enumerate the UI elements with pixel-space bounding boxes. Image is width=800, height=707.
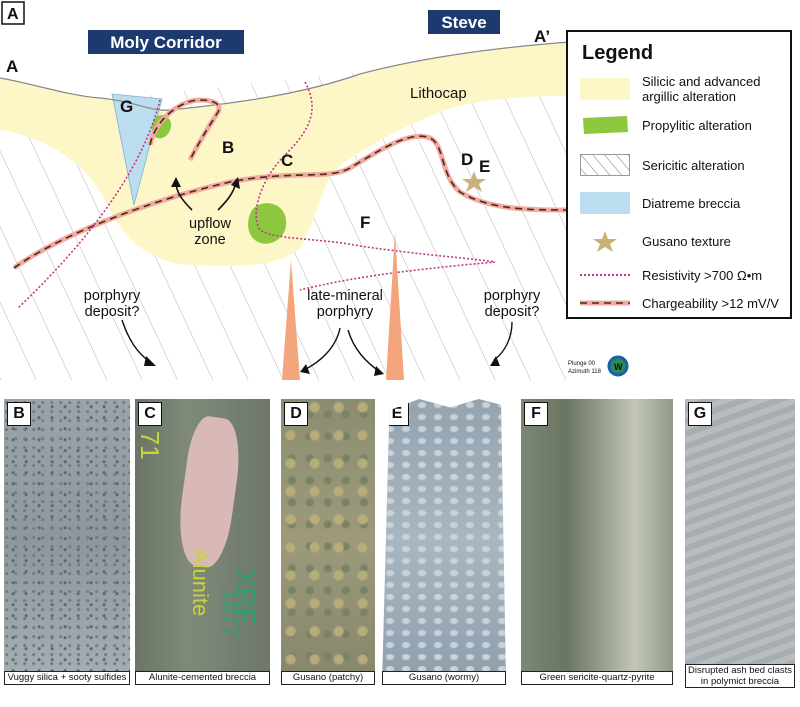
legend-label-chargeability: Chargeability >12 mV/V xyxy=(642,296,779,311)
moly-corridor-plate xyxy=(88,30,244,54)
legend: Legend Silicic and advanced argillic alt… xyxy=(566,30,792,319)
moly-corridor-label: Moly Corridor xyxy=(110,33,222,52)
lithocap-label: Lithocap xyxy=(410,85,467,102)
legend-item-sericitic: Sericitic alteration xyxy=(576,150,790,186)
point-label-b: B xyxy=(222,138,234,157)
porphyry-dike-left xyxy=(282,260,300,380)
legend-item-diatreme: Diatreme breccia xyxy=(576,190,790,226)
photo-letter-f: F xyxy=(524,402,548,426)
cross-section-svg: A A A’ Moly Corridor Steve Lithocap G B … xyxy=(0,1,629,392)
panel-label: A xyxy=(7,6,19,23)
core-photo-b: B xyxy=(4,399,130,684)
section-end-label: A’ xyxy=(534,27,550,46)
caption-d: Gusano (patchy) xyxy=(281,671,375,685)
core-photo-e: E xyxy=(382,399,506,684)
core-marking-mineral: Alunite xyxy=(188,549,213,617)
gusano-star-icon xyxy=(593,231,617,252)
diatreme-swatch xyxy=(580,192,630,214)
deposit-arrowhead-left xyxy=(144,356,156,366)
alunite-clast xyxy=(172,414,246,570)
section-start-label: A xyxy=(6,57,18,76)
photo-letter-g: G xyxy=(688,402,712,426)
legend-title: Legend xyxy=(582,42,654,64)
resistivity-swatch xyxy=(580,274,630,276)
core-photo-c: C 5 71 Alunite XRF 1877 xyxy=(135,399,270,684)
silicic-swatch xyxy=(580,78,630,100)
late-arrowhead-left xyxy=(300,364,310,374)
legend-label-propylitic: Propylitic alteration xyxy=(642,118,752,133)
point-label-d: D xyxy=(461,150,473,169)
photo-letter-b: B xyxy=(7,402,31,426)
legend-label-gusano: Gusano texture xyxy=(642,234,731,249)
upflow-arrowhead-right xyxy=(231,177,240,189)
legend-label-silicic: Silicic and advanced argillic alteration xyxy=(642,74,761,104)
legend-item-chargeability: Chargeability >12 mV/V xyxy=(576,290,790,326)
gusano-star xyxy=(462,171,486,192)
caption-c: Alunite-cemented breccia xyxy=(135,671,270,685)
caption-e: Gusano (wormy) xyxy=(382,671,506,685)
caption-b: Vuggy silica + sooty sulfides xyxy=(4,671,130,685)
legend-label-diatreme: Diatreme breccia xyxy=(642,196,741,211)
lithocap-zone xyxy=(0,42,570,267)
legend-item-silicic: Silicic and advanced argillic alteration xyxy=(576,74,790,110)
legend-item-resistivity: Resistivity >700 Ω•m xyxy=(576,262,790,298)
legend-item-gusano: Gusano texture xyxy=(576,228,790,264)
late-arrowhead-right xyxy=(374,366,384,376)
propylitic-blob-lower xyxy=(248,203,287,244)
upflow-arrowhead-left xyxy=(171,177,181,187)
point-label-c: C xyxy=(281,151,293,170)
diatreme-breccia xyxy=(111,93,163,206)
core-photo-g: G xyxy=(685,399,795,684)
photo-letter-c: C xyxy=(138,402,162,426)
legend-label-resistivity: Resistivity >700 Ω•m xyxy=(642,268,763,283)
compass-letter: W xyxy=(614,362,623,372)
plunge-label: Plunge 00 xyxy=(568,361,596,367)
core-photo-f: F xyxy=(521,399,673,684)
point-label-g: G xyxy=(120,97,133,116)
azimuth-label: Azimuth 118 xyxy=(568,369,602,375)
steve-plate xyxy=(428,10,500,34)
legend-label-sericitic: Sericitic alteration xyxy=(642,158,745,173)
steve-label: Steve xyxy=(441,13,486,32)
chargeability-swatch xyxy=(580,300,630,306)
resistivity-contours xyxy=(17,81,496,309)
porphyry-dike-right xyxy=(386,232,404,380)
photo-letter-e: E xyxy=(385,402,409,426)
compass-icon xyxy=(607,355,629,377)
point-label-e: E xyxy=(479,157,490,176)
photo-letter-d: D xyxy=(284,402,308,426)
panel-label-box xyxy=(1,1,25,25)
sericitic-swatch xyxy=(580,154,630,176)
caption-g: Disrupted ash bed clasts in polymict bre… xyxy=(685,664,795,688)
legend-item-propylitic: Propylitic alteration xyxy=(576,112,790,148)
point-label-f: F xyxy=(360,213,370,232)
propylitic-swatch xyxy=(583,116,628,134)
core-photo-d: D xyxy=(281,399,375,684)
caption-f: Green sericite-quartz-pyrite xyxy=(521,671,673,685)
core-marking-code2: 1877 xyxy=(218,589,243,638)
chargeability-contours xyxy=(12,97,571,271)
deposit-arrowhead-right xyxy=(490,356,500,366)
subsurface-white xyxy=(0,380,570,392)
cross-section-panel: A A A’ Moly Corridor Steve Lithocap G B … xyxy=(0,1,792,392)
